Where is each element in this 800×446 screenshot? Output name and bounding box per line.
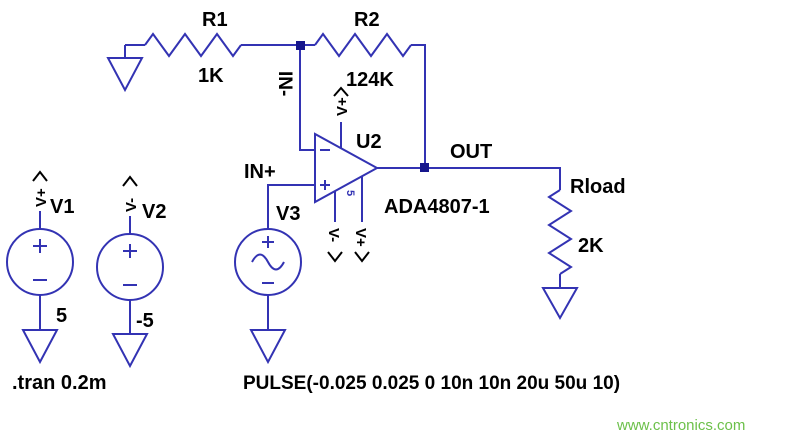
flag-arrow-opamp-vplus <box>333 86 349 97</box>
resistor-r2-value: 124K <box>346 69 394 91</box>
resistor-rload-symbol <box>547 189 573 275</box>
resistor-r1-value: 1K <box>198 65 224 87</box>
net-flag-opamp-pd-vplus: V+ <box>352 228 369 247</box>
flag-arrow-opamp-vminus <box>327 251 343 263</box>
net-label-out: OUT <box>450 141 492 163</box>
opamp-part-label: ADA4807-1 <box>384 196 490 218</box>
source-v2-value: -5 <box>136 310 154 332</box>
wire-r2-to-out <box>411 44 426 168</box>
v3-plus-mark <box>262 236 274 248</box>
wire-inminus <box>299 45 315 151</box>
v3-circle <box>234 228 302 296</box>
v2-plus-mark <box>123 244 137 258</box>
resistor-r1-label: R1 <box>202 9 228 31</box>
resistor-r2-symbol <box>314 32 412 58</box>
net-flag-opamp-vplus: V+ <box>334 97 351 116</box>
wire-out-to-rload <box>377 167 561 190</box>
ground-symbol-rload <box>541 287 579 321</box>
resistor-rload-label: Rload <box>570 176 626 198</box>
opamp-u2-symbol <box>314 132 380 204</box>
ground-symbol-v1 <box>21 329 59 365</box>
net-label-in-minus: IN- <box>274 71 295 96</box>
ground-symbol-r1 <box>106 57 144 93</box>
v1-plus-mark <box>33 239 47 253</box>
resistor-rload-value: 2K <box>578 235 604 257</box>
v1-circle <box>6 228 74 296</box>
net-label-in-plus: IN+ <box>244 161 276 183</box>
ground-symbol-v2 <box>111 333 149 369</box>
wires <box>39 44 561 334</box>
source-v2-label: V2 <box>142 201 166 223</box>
opamp-pin5-number: 5 <box>344 190 356 196</box>
v2-circle <box>96 233 164 301</box>
resistor-r2-label: R2 <box>354 9 380 31</box>
flag-arrow-v2 <box>122 175 138 187</box>
net-flag-v1-vplus: V+ <box>33 188 50 207</box>
spice-directive-text: .tran 0.2m <box>12 372 106 394</box>
v3-sine-mark <box>251 253 285 271</box>
voltage-source-v2-symbol <box>96 233 164 301</box>
source-v1-label: V1 <box>50 196 74 218</box>
net-flag-v2-vminus: V- <box>123 198 140 212</box>
resistor-r1-symbol <box>144 32 242 58</box>
source-v3-label: V3 <box>276 203 300 225</box>
voltage-source-v3-symbol <box>234 228 302 296</box>
pulse-source-text: PULSE(-0.025 0.025 0 10n 10n 20u 50u 10) <box>243 373 620 394</box>
opamp-ref-label: U2 <box>356 131 382 153</box>
source-v1-value: 5 <box>56 305 67 327</box>
junction-dot <box>296 41 305 50</box>
junction-dot <box>420 163 429 172</box>
voltage-source-v1-symbol <box>6 228 74 296</box>
opamp-plus-input-mark <box>320 180 330 190</box>
flag-arrow-v1 <box>32 170 48 182</box>
ground-symbol-v3 <box>249 329 287 365</box>
net-flag-opamp-vminus: V- <box>325 228 342 242</box>
watermark-text: www.cntronics.com <box>616 417 745 434</box>
opamp-triangle <box>314 132 380 204</box>
flag-arrow-opamp-pd <box>354 251 370 263</box>
wire-inplus <box>267 184 315 229</box>
